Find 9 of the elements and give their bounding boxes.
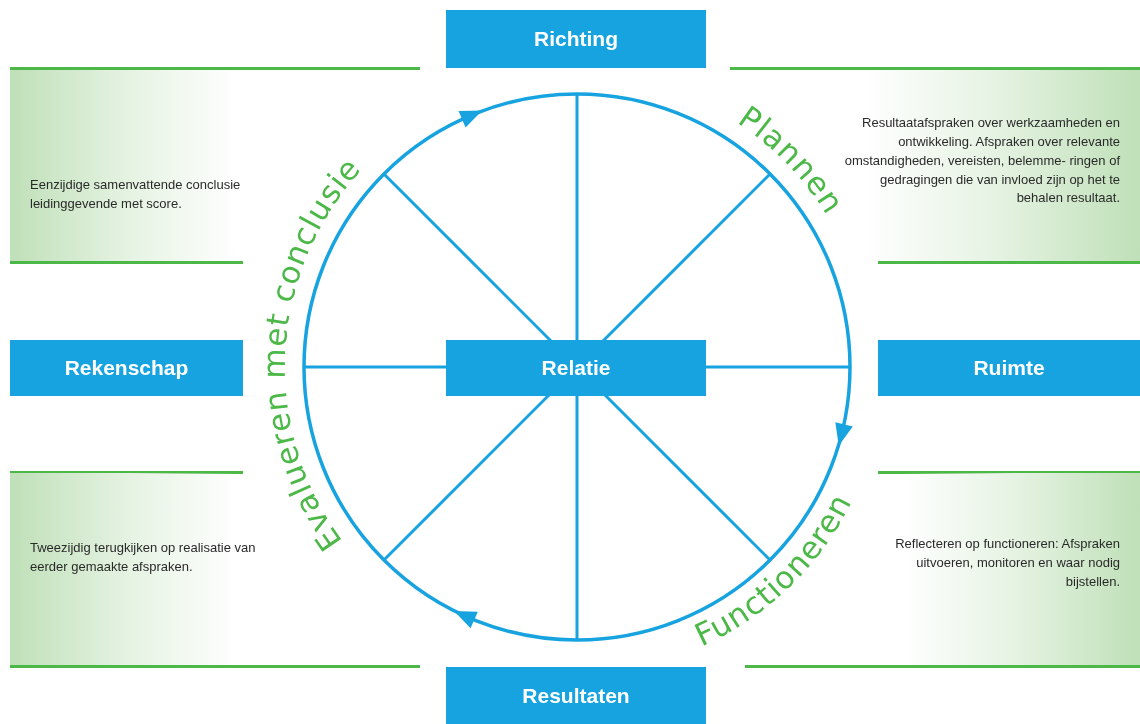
stage-box: Relatie	[446, 340, 706, 396]
description-text: Resultaatafspraken over werkzaamheden en ontwikkeling. Afspraken over relevante omstandigheden, vereisten, belemme- ringen of gedragingen die van invloed zijn op het te behalen resultaat.	[843, 114, 1120, 208]
stage-box: Richting	[446, 10, 706, 68]
stage-box: Resultaten	[446, 667, 706, 724]
description-text: Eenzijdige samenvattende conclusie leidinggevende met score.	[30, 176, 242, 213]
stage-box: Ruimte	[878, 340, 1140, 396]
stage-box: Rekenschap	[10, 340, 243, 396]
description-text: Reflecteren op functioneren: Afspraken uitvoeren, monitoren en waar nodig bijstellen.	[894, 535, 1120, 591]
description-text: Tweezijdig terugkijken op realisatie van eerder gemaakte afspraken.	[30, 539, 257, 576]
